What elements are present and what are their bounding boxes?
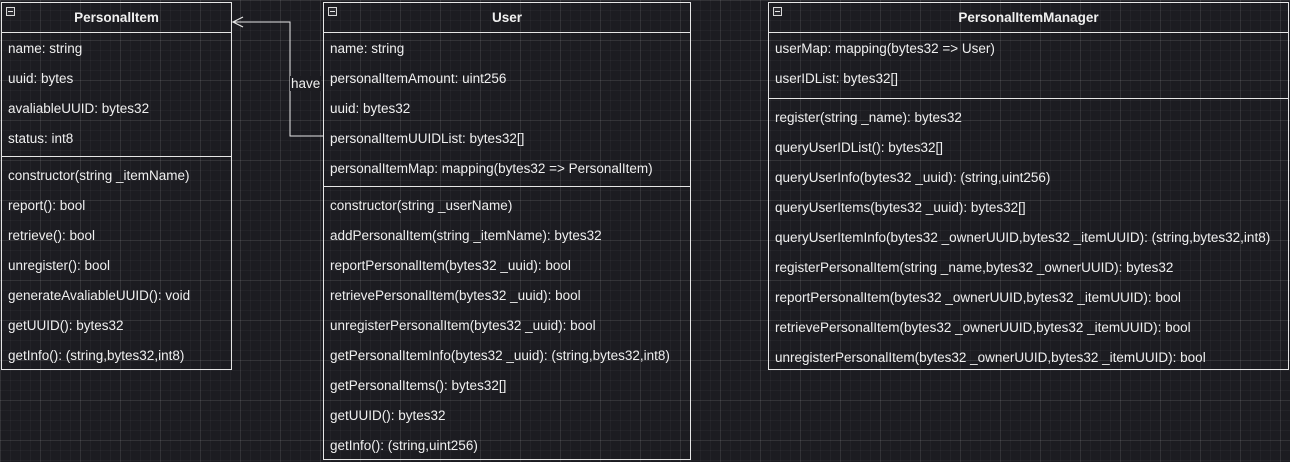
operation-row[interactable]: report(): bool: [8, 198, 86, 213]
operation-row[interactable]: getUUID(): bytes32: [8, 318, 124, 333]
operation-row[interactable]: queryUserInfo(bytes32 _uuid): (string,ui…: [775, 170, 1051, 185]
operation-row[interactable]: addPersonalItem(string _itemName): bytes…: [330, 228, 602, 243]
attributes-section: userMap: mapping(bytes32 => User) userID…: [769, 33, 1288, 99]
operation-row[interactable]: retrievePersonalItem(bytes32 _ownerUUID,…: [775, 320, 1191, 335]
attribute-row[interactable]: userIDList: bytes32[]: [775, 71, 899, 86]
operations-section: constructor(string _itemName) report(): …: [2, 157, 231, 371]
operation-row[interactable]: unregisterPersonalItem(bytes32 _ownerUUI…: [775, 350, 1206, 365]
operation-row[interactable]: constructor(string _userName): [330, 198, 513, 213]
operation-row[interactable]: queryUserItemInfo(bytes32 _ownerUUID,byt…: [775, 230, 1271, 245]
operation-row[interactable]: queryUserItems(bytes32 _uuid): bytes32[]: [775, 200, 1026, 215]
operations-section: constructor(string _userName) addPersona…: [324, 187, 690, 461]
operation-row[interactable]: reportPersonalItem(bytes32 _ownerUUID,by…: [775, 290, 1181, 305]
attribute-row[interactable]: personalItemAmount: uint256: [330, 71, 507, 86]
operation-row[interactable]: getPersonalItems(): bytes32[]: [330, 378, 507, 393]
operation-row[interactable]: unregister(): bool: [8, 258, 111, 273]
operation-row[interactable]: getInfo(): (string,bytes32,int8): [8, 348, 185, 363]
class-header[interactable]: PersonalItem: [2, 3, 231, 33]
operation-row[interactable]: register(string _name): bytes32: [775, 110, 962, 125]
class-header[interactable]: User: [324, 3, 690, 33]
collapse-icon[interactable]: [6, 7, 15, 16]
class-user[interactable]: User name: string personalItemAmount: ui…: [323, 2, 691, 460]
operation-row[interactable]: registerPersonalItem(string _name,bytes3…: [775, 260, 1174, 275]
attribute-row[interactable]: status: int8: [8, 131, 74, 146]
operation-row[interactable]: constructor(string _itemName): [8, 168, 190, 183]
attribute-row[interactable]: uuid: bytes32: [330, 101, 411, 116]
attribute-row[interactable]: name: string: [8, 41, 83, 56]
class-name: User: [491, 10, 523, 25]
operation-row[interactable]: reportPersonalItem(bytes32 _uuid): bool: [330, 258, 571, 273]
attribute-row[interactable]: uuid: bytes: [8, 71, 74, 86]
operation-row[interactable]: generateAvaliableUUID(): void: [8, 288, 191, 303]
operation-row[interactable]: getInfo(): (string,uint256): [330, 438, 478, 453]
operation-row[interactable]: queryUserIDList(): bytes32[]: [775, 140, 944, 155]
collapse-icon[interactable]: [328, 7, 337, 16]
attribute-row[interactable]: avaliableUUID: bytes32: [8, 101, 150, 116]
operation-row[interactable]: retrievePersonalItem(bytes32 _uuid): boo…: [330, 288, 581, 303]
attribute-row[interactable]: personalItemUUIDList: bytes32[]: [330, 131, 525, 146]
operations-section: register(string _name): bytes32 queryUse…: [769, 99, 1288, 373]
operation-row[interactable]: unregisterPersonalItem(bytes32 _uuid): b…: [330, 318, 596, 333]
attributes-section: name: string uuid: bytes avaliableUUID: …: [2, 33, 231, 157]
class-personal-item-manager[interactable]: PersonalItemManager userMap: mapping(byt…: [768, 2, 1289, 370]
class-personal-item[interactable]: PersonalItem name: string uuid: bytes av…: [1, 2, 232, 370]
attribute-row[interactable]: personalItemMap: mapping(bytes32 => Pers…: [330, 161, 653, 176]
collapse-icon[interactable]: [773, 7, 782, 16]
attribute-row[interactable]: name: string: [330, 41, 405, 56]
class-header[interactable]: PersonalItemManager: [769, 3, 1288, 33]
attribute-row[interactable]: userMap: mapping(bytes32 => User): [775, 41, 995, 56]
class-name: PersonalItem: [74, 10, 159, 25]
operation-row[interactable]: retrieve(): bool: [8, 228, 96, 243]
attributes-section: name: string personalItemAmount: uint256…: [324, 33, 690, 187]
class-name: PersonalItemManager: [958, 10, 1099, 25]
operation-row[interactable]: getUUID(): bytes32: [330, 408, 446, 423]
operation-row[interactable]: getPersonalItemInfo(bytes32 _uuid): (str…: [330, 348, 670, 363]
association-label[interactable]: have: [290, 76, 322, 91]
